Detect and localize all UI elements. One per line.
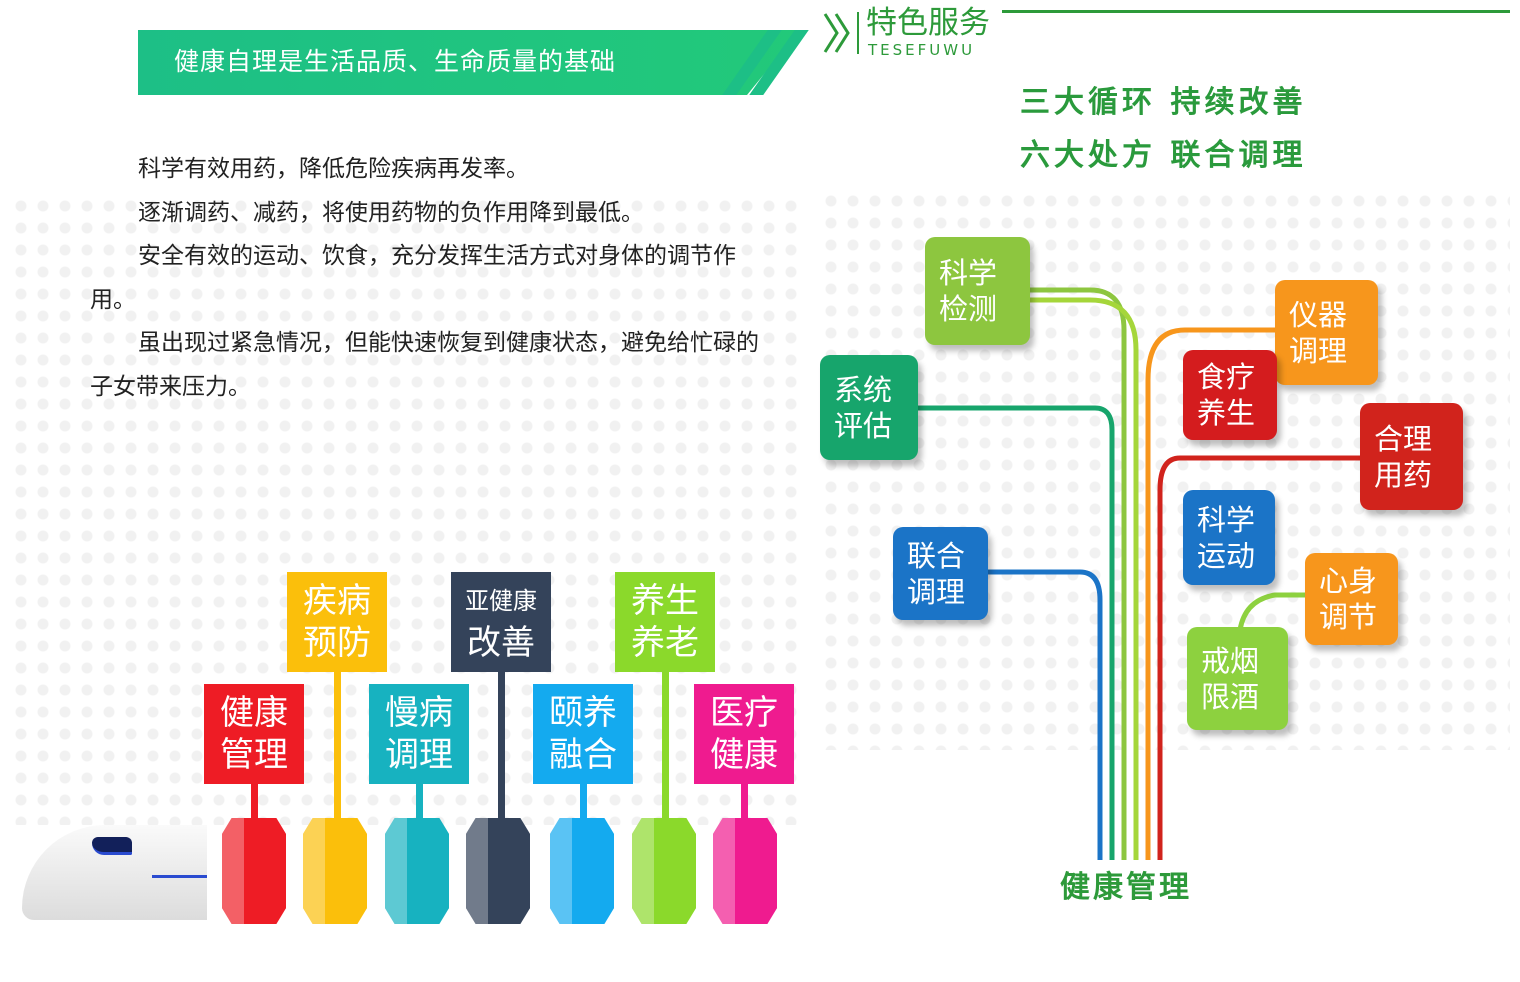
line-yiqi-tiaoli [1145, 327, 1278, 860]
hexagon-pillar [222, 818, 286, 924]
tag-stem [580, 784, 587, 818]
tag-line-1: 医疗 [710, 693, 778, 733]
box-line-1: 合理 [1374, 421, 1433, 456]
box-line-1: 仪器 [1289, 297, 1348, 332]
hexagon-pillar [550, 818, 614, 924]
line-heli-yongyao [1157, 455, 1362, 860]
hexagon-pillar [632, 818, 696, 924]
box-line-2: 检测 [939, 292, 998, 326]
prescription-box: 戒烟 限酒 [1187, 627, 1288, 730]
tag-card: 颐养 融合 [533, 684, 633, 784]
line-xitong-pinggu [915, 405, 1115, 860]
tag-line-1: 颐养 [549, 693, 617, 733]
header-rule [1002, 10, 1510, 13]
slogan-1: 三大循环 持续改善 [1020, 85, 1307, 120]
banner-title: 健康自理是生活品质、生命质量的基础 [174, 47, 617, 76]
tag-line-1: 养生 [631, 581, 699, 621]
line-kexue-jiance-2 [1030, 297, 1139, 860]
section-divider [857, 12, 859, 54]
box-line-2: 养生 [1197, 396, 1256, 430]
paragraph: 科学有效用药，降低危险疾病再发率。 [138, 156, 529, 182]
prescription-box: 合理 用药 [1360, 403, 1463, 510]
slogan-2: 六大处方 联合调理 [1020, 138, 1307, 173]
tag-line-2: 预防 [303, 623, 371, 663]
tag-stem [498, 672, 505, 818]
box-line-2: 用药 [1374, 457, 1433, 492]
box-line-2: 调理 [1289, 333, 1348, 368]
tag-line-2: 调理 [385, 735, 453, 775]
prescription-box: 系统 评估 [820, 355, 918, 460]
tag-line-2: 融合 [549, 735, 617, 775]
tag-stem [251, 784, 258, 818]
hexagon-pillar [466, 818, 530, 924]
section-chevron-icon [823, 13, 850, 53]
hexagon-pillar [303, 818, 367, 924]
tag-card: 慢病 调理 [369, 684, 469, 784]
tag-line-1: 健康 [220, 693, 288, 733]
tag-card: 亚健康 改善 [451, 572, 551, 672]
prescription-box: 科学 运动 [1183, 490, 1275, 585]
tag-card: 养生 养老 [615, 572, 715, 672]
train-window [92, 837, 132, 855]
tag-line-2: 养老 [631, 623, 699, 663]
box-line-2: 调理 [907, 574, 966, 609]
tag-stem [334, 672, 341, 818]
tag-card: 健康 管理 [204, 684, 304, 784]
section-subtitle: TESEFUWU [868, 41, 976, 59]
hexagon-pillar [385, 818, 449, 924]
hexagon-pillar [713, 818, 777, 924]
tag-line-1: 亚健康 [465, 587, 537, 615]
box-line-1: 心身 [1319, 564, 1378, 598]
prescription-box: 科学 检测 [925, 237, 1030, 345]
paragraph: 虽出现过紧急情况，但能快速恢复到健康状态，避免给忙碌的子女带来压力。 [90, 330, 759, 400]
banner: 健康自理是生活品质、生命质量的基础 [138, 30, 800, 95]
box-line-2: 限酒 [1201, 679, 1260, 714]
tag-stem [416, 784, 423, 818]
tag-stem [662, 672, 669, 818]
box-line-2: 评估 [834, 408, 893, 443]
train-stripe [152, 875, 207, 878]
tag-line-1: 疾病 [303, 581, 371, 621]
paragraph: 安全有效的运动、饮食，充分发挥生活方式对身体的调节作用。 [90, 243, 736, 313]
box-line-1: 科学 [939, 256, 998, 290]
prescription-box: 食疗 养生 [1183, 350, 1277, 440]
prescription-box: 心身 调节 [1305, 553, 1398, 645]
prescription-box: 仪器 调理 [1275, 280, 1378, 385]
line-kexue-jiance [1025, 287, 1127, 860]
line-xinshen-tiaojie [1237, 592, 1305, 631]
tag-card: 疾病 预防 [287, 572, 387, 672]
section-title: 特色服务 [866, 5, 990, 41]
tag-card: 医疗 健康 [694, 684, 794, 784]
box-line-1: 科学 [1197, 502, 1256, 537]
box-line-2: 调节 [1319, 600, 1378, 634]
root-label: 健康管理 [1060, 870, 1192, 905]
paragraph: 逐渐调药、减药，将使用药物的负作用降到最低。 [138, 199, 644, 226]
tag-stem [741, 784, 748, 818]
prescription-box: 联合 调理 [893, 527, 988, 620]
tag-line-2: 管理 [220, 735, 288, 775]
tag-line-2: 改善 [467, 623, 535, 663]
box-line-2: 运动 [1197, 538, 1256, 573]
box-line-1: 系统 [834, 372, 893, 407]
tag-line-1: 慢病 [385, 693, 453, 733]
tag-line-2: 健康 [710, 735, 778, 775]
box-line-1: 戒烟 [1201, 643, 1260, 678]
box-line-1: 食疗 [1197, 360, 1256, 394]
line-lianhe-tiaoli [985, 569, 1103, 860]
intro-text: 科学有效用药，降低危险疾病再发率。 逐渐调药、减药，将使用药物的负作用降到最低。… [90, 148, 780, 409]
box-line-1: 联合 [907, 538, 966, 573]
